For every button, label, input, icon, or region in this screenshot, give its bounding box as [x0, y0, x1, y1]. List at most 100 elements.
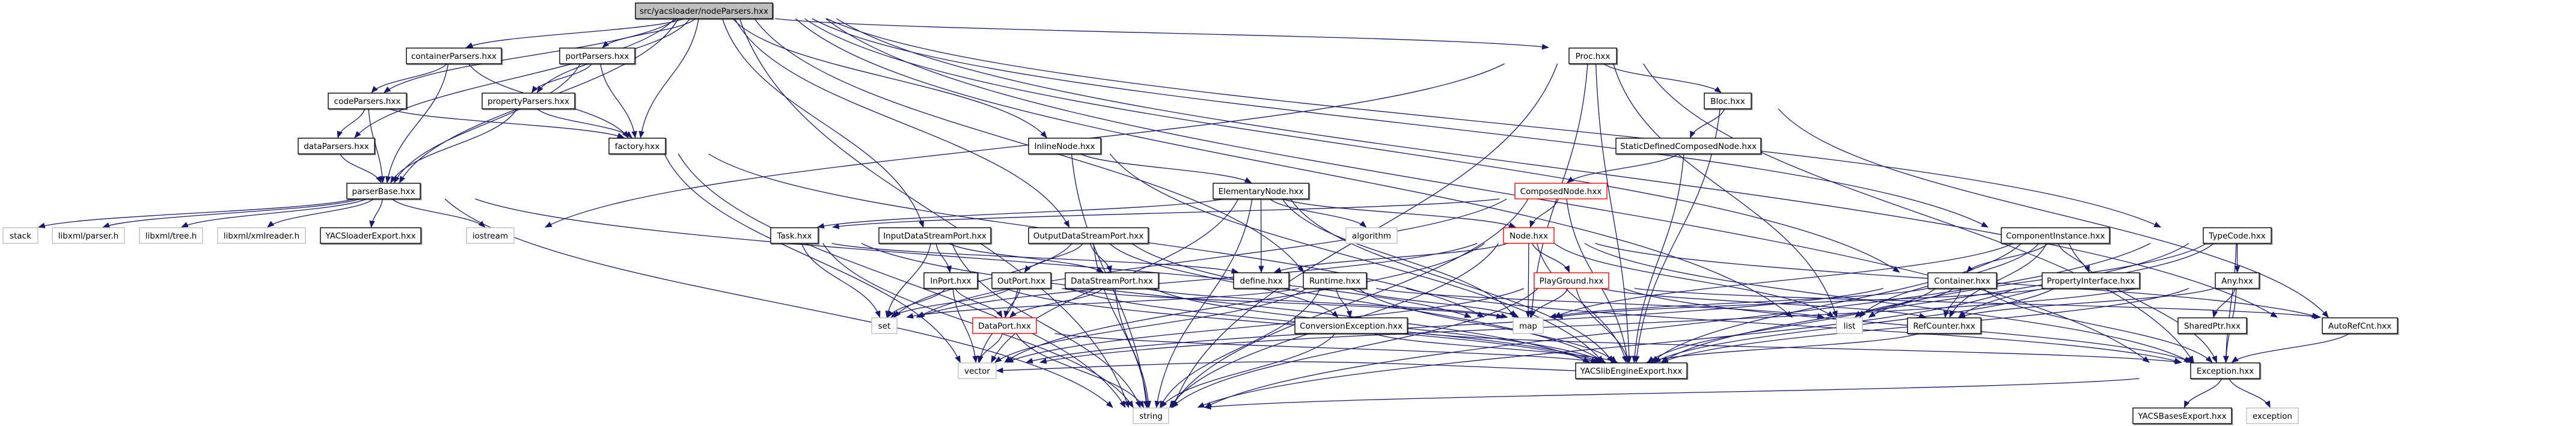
- node-label: dataParsers.hxx: [304, 142, 369, 151]
- node-map[interactable]: map: [1513, 317, 1544, 334]
- node-parserBase[interactable]: parserBase.hxx: [346, 183, 422, 201]
- node-YACSlibEngineExport[interactable]: YACSlibEngineExport.hxx: [1575, 362, 1689, 380]
- node-YACSBasesExport[interactable]: YACSBasesExport.hxx: [2132, 407, 2233, 425]
- node-label: ComponentInstance.hxx: [2006, 231, 2105, 241]
- arrowhead-icon: [2223, 356, 2229, 364]
- node-string[interactable]: string: [1133, 407, 1169, 424]
- arrowhead-icon: [1127, 400, 1134, 409]
- arrowhead-icon: [383, 86, 391, 93]
- node-define[interactable]: define.hxx: [1233, 272, 1291, 290]
- node-YACSloaderExport[interactable]: YACSloaderExport.hxx: [320, 227, 423, 245]
- node-libxmlTree[interactable]: libxml/tree.h: [139, 227, 203, 244]
- node-stack[interactable]: stack: [2, 227, 38, 244]
- node-codeParsers[interactable]: codeParsers.hxx: [328, 93, 408, 111]
- node-dataParsers[interactable]: dataParsers.hxx: [298, 138, 376, 156]
- edge-Task-to-define: [831, 243, 1238, 273]
- node-box: [770, 227, 819, 244]
- node-Runtime[interactable]: Runtime.hxx: [1303, 272, 1368, 290]
- node-box: [1836, 317, 1863, 334]
- arrowhead-icon: [1501, 312, 1508, 319]
- edge-Runtime-to-vector: [994, 288, 1307, 363]
- node-label: Proc.hxx: [1576, 52, 1611, 61]
- edge-ElementaryNode-to-Task: [818, 198, 1224, 228]
- node-exception[interactable]: exception: [2246, 407, 2299, 424]
- node-box: [320, 227, 421, 244]
- node-StaticDefinedComposedNode[interactable]: StaticDefinedComposedNode.hxx: [1615, 138, 1763, 156]
- node-portParsers[interactable]: portParsers.hxx: [559, 47, 637, 65]
- node-SharedPtr[interactable]: SharedPtr.hxx: [2177, 317, 2248, 335]
- node-label: containerParsers.hxx: [411, 52, 497, 61]
- arrowhead-icon: [1660, 357, 1669, 363]
- arrowhead-icon: [946, 265, 952, 273]
- edge-root-to-list: [795, 18, 1793, 318]
- node-InputDataStreamPort[interactable]: InputDataStreamPort.hxx: [878, 227, 993, 245]
- node-DataStreamPort[interactable]: DataStreamPort.hxx: [1065, 272, 1160, 290]
- node-box: [1907, 317, 1981, 334]
- arrowhead-icon: [1511, 311, 1520, 318]
- node-Node[interactable]: Node.hxx: [1503, 227, 1555, 244]
- node-RefCounter[interactable]: RefCounter.hxx: [1907, 317, 1983, 335]
- node-containerParsers[interactable]: containerParsers.hxx: [406, 47, 503, 65]
- node-Proc[interactable]: Proc.hxx: [1568, 47, 1618, 65]
- node-libxmlXmlreader[interactable]: libxml/xmlreader.h: [217, 227, 306, 244]
- arrowhead-icon: [2174, 359, 2183, 365]
- node-vector[interactable]: vector: [958, 362, 997, 379]
- arrowhead-icon: [1632, 356, 1638, 364]
- edge-root-to-codeParsers: [384, 18, 678, 93]
- node-label: list: [1844, 321, 1856, 331]
- edges-layer: [37, 18, 2349, 410]
- edge-codeParsers-to-dataParsers: [337, 108, 366, 138]
- node-label: set: [878, 321, 891, 331]
- node-InlineNode[interactable]: InlineNode.hxx: [1028, 138, 1103, 156]
- node-label: libxml/xmlreader.h: [224, 231, 299, 241]
- arrowhead-icon: [545, 222, 552, 228]
- node-InPort[interactable]: InPort.hxx: [923, 272, 979, 290]
- node-box: [2, 227, 38, 244]
- node-box: [972, 317, 1037, 334]
- node-label: YACSlibEngineExport.hxx: [1580, 367, 1683, 376]
- node-set[interactable]: set: [871, 317, 898, 334]
- node-algorithm[interactable]: algorithm: [1345, 227, 1398, 244]
- node-label: OutputDataStreamPort.hxx: [1033, 231, 1144, 241]
- node-DataPort[interactable]: DataPort.hxx: [972, 317, 1037, 334]
- node-ElementaryNode[interactable]: ElementaryNode.hxx: [1213, 183, 1311, 201]
- node-Bloc[interactable]: Bloc.hxx: [1704, 93, 1753, 111]
- node-Any[interactable]: Any.hxx: [2215, 272, 2261, 290]
- node-ComposedNode[interactable]: ComposedNode.hxx: [1514, 183, 1608, 199]
- edge-YACSlibEngineExport-to-vector: [996, 361, 1576, 371]
- node-iostream[interactable]: iostream: [466, 227, 515, 244]
- edge-StaticDefinedComposedNode-to-YACSlibEngineExport: [1633, 153, 1684, 363]
- node-AutoRefCnt[interactable]: AutoRefCnt.hxx: [2322, 317, 2399, 335]
- node-Container[interactable]: Container.hxx: [1927, 272, 1998, 290]
- node-box: [608, 138, 666, 154]
- arrowhead-icon: [972, 356, 978, 364]
- node-PlayGround[interactable]: PlayGround.hxx: [1534, 272, 1609, 289]
- node-OutPort[interactable]: OutPort.hxx: [991, 272, 1053, 290]
- node-list[interactable]: list: [1836, 317, 1863, 334]
- node-box: [2177, 317, 2247, 334]
- edge-DataStreamPort-to-DataPort: [1009, 288, 1104, 318]
- edge-PropertyInterface-to-map: [1556, 288, 2046, 318]
- edge-root-to-InlineNode: [732, 18, 1047, 138]
- arrowhead-icon: [354, 131, 361, 139]
- node-ComponentInstance[interactable]: ComponentInstance.hxx: [2001, 227, 2111, 245]
- node-Exception[interactable]: Exception.hxx: [2190, 362, 2262, 380]
- node-label: InputDataStreamPort.hxx: [883, 231, 987, 241]
- node-box: [923, 272, 978, 289]
- node-root[interactable]: src/yacsloader/nodeParsers.hxx: [635, 2, 774, 20]
- node-ConversionException[interactable]: ConversionException.hxx: [1294, 317, 1409, 335]
- node-Task[interactable]: Task.hxx: [770, 227, 820, 245]
- node-libxmlParser[interactable]: libxml/parser.h: [52, 227, 125, 244]
- node-label: stack: [10, 231, 31, 241]
- node-propertyParsers[interactable]: propertyParsers.hxx: [482, 93, 577, 111]
- node-PropertyInterface[interactable]: PropertyInterface.hxx: [2042, 272, 2141, 290]
- node-label: InPort.hxx: [930, 276, 971, 286]
- node-label: StaticDefinedComposedNode.hxx: [1620, 142, 1757, 151]
- node-factory[interactable]: factory.hxx: [608, 138, 667, 156]
- node-OutputDataStreamPort[interactable]: OutputDataStreamPort.hxx: [1028, 227, 1150, 245]
- node-label: InlineNode.hxx: [1035, 142, 1095, 151]
- node-TypeCode[interactable]: TypeCode.hxx: [2203, 227, 2273, 245]
- node-label: PropertyInterface.hxx: [2047, 276, 2135, 286]
- edge-containerParsers-to-codeParsers: [371, 63, 447, 93]
